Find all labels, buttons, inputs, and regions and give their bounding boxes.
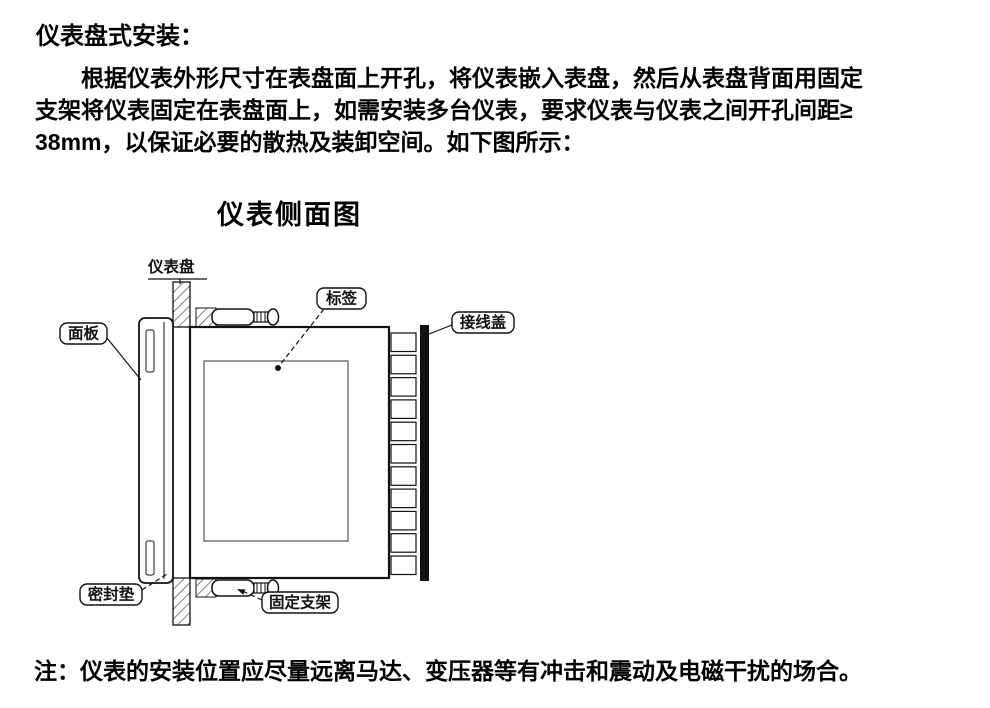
terminal-cover-label: 接线盖 (460, 313, 507, 332)
footnote: 注：仪表的安装位置应尽量远离马达、变压器等有冲击和震动及电磁干扰的场合。 (34, 658, 862, 684)
terminal-block (390, 332, 417, 576)
instruction-paragraph: 根据仪表外形尺寸在表盘面上开孔，将仪表嵌入表盘，然后从表盘背面用固定 支架将仪表… (35, 62, 965, 158)
page-title: 仪表盘式安装： (36, 23, 204, 50)
bracket-label: 固定支架 (269, 593, 332, 612)
callout-tag: 标签 (275, 287, 367, 371)
front-bezel (138, 317, 174, 584)
panel-label: 仪表盘 (147, 257, 195, 276)
label-area (203, 360, 349, 542)
gasket-label: 密封垫 (88, 585, 135, 604)
front-bezel-label: 面板 (68, 324, 100, 343)
diagram-title: 仪表侧面图 (217, 200, 362, 230)
paragraph-line: 支架将仪表固定在表盘面上，如需安装多台仪表，要求仪表与仪表之间开孔间距≥ (35, 97, 853, 123)
tag-label: 标签 (325, 289, 358, 308)
fixing-bracket-top (195, 307, 280, 328)
callout-gasket: 密封垫 (79, 573, 168, 606)
paragraph-line: 根据仪表外形尺寸在表盘面上开孔，将仪表嵌入表盘，然后从表盘背面用固定 (81, 65, 863, 91)
callout-panel: 仪表盘 (147, 257, 207, 284)
terminal-cover-bar (420, 325, 429, 581)
callout-front-bezel: 面板 (59, 322, 142, 381)
callout-bracket: 固定支架 (237, 589, 339, 614)
mounting-panel (172, 281, 191, 626)
paragraph-line: 38mm，以保证必要的散热及装卸空间。如下图所示： (35, 129, 585, 155)
callout-terminal-cover: 接线盖 (428, 311, 515, 335)
